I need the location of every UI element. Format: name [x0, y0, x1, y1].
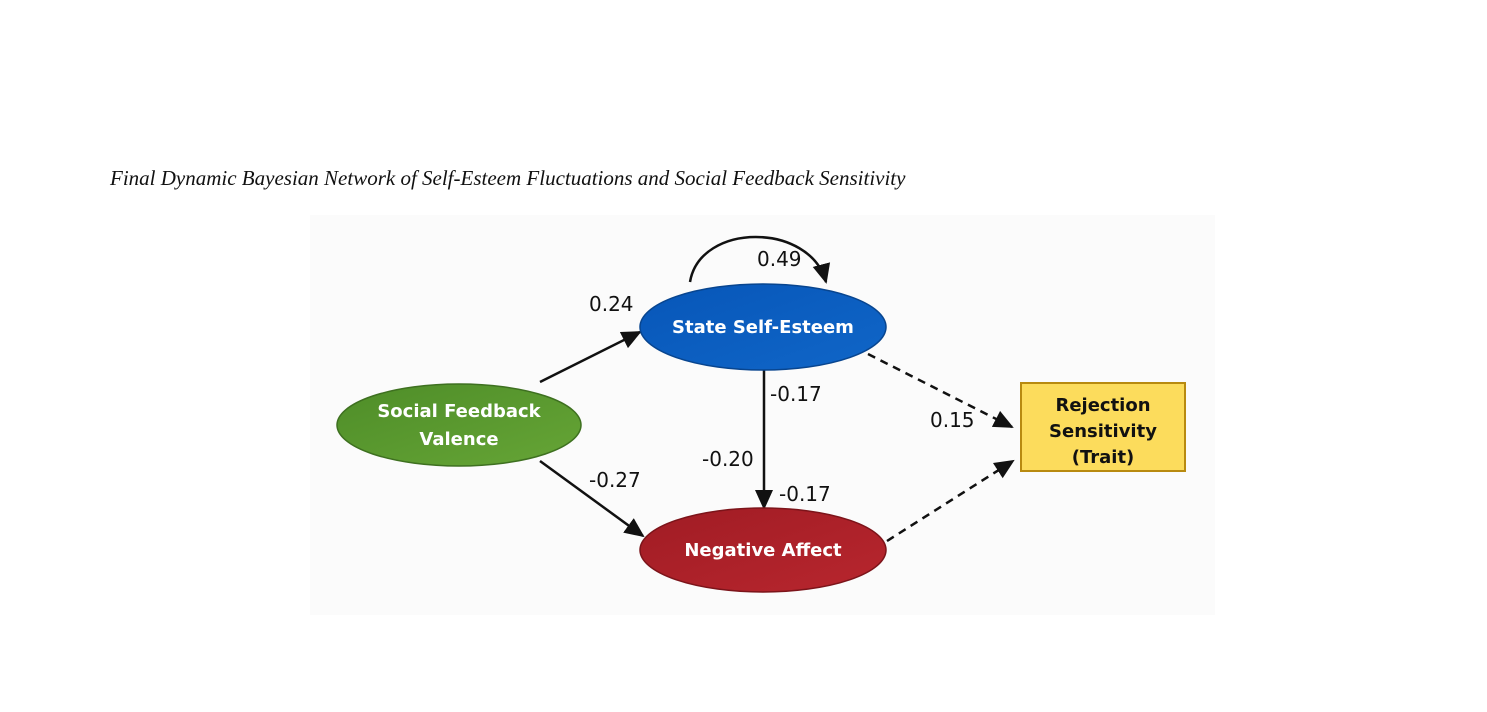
node-label: Valence: [419, 429, 498, 450]
edge-label-sse-rs: 0.15: [930, 408, 975, 432]
edge-label-sf-sse: 0.24: [589, 292, 634, 316]
node-social-feedback-valence: Social Feedback Valence: [336, 383, 582, 467]
edge-label-sf-na: -0.27: [589, 468, 641, 492]
node-rejection-sensitivity: Rejection Sensitivity (Trait): [1020, 382, 1186, 472]
node-label: Rejection: [1055, 395, 1150, 416]
node-label: Negative Affect: [684, 540, 842, 561]
node-label: (Trait): [1072, 447, 1135, 468]
node-label: Social Feedback: [377, 401, 541, 422]
node-state-self-esteem: State Self-Esteem: [639, 283, 887, 371]
node-label: Sensitivity: [1049, 421, 1157, 442]
edge-sf-to-sse: [539, 330, 642, 384]
edge-na-to-rs: [886, 459, 1015, 543]
edge-label-sse-na: -0.17: [779, 482, 831, 506]
edge-sf-to-na: [539, 459, 645, 538]
figure-title: Final Dynamic Bayesian Network of Self-E…: [110, 166, 906, 190]
node-negative-affect: Negative Affect: [639, 507, 887, 593]
edge-label-sse-na: -0.20: [702, 447, 754, 471]
edge-sse-self-loop: [688, 235, 831, 284]
node-label: State Self-Esteem: [672, 317, 854, 338]
edge-label-sse-na: -0.17: [770, 382, 822, 406]
edge-label-sse-self: 0.49: [757, 247, 802, 271]
